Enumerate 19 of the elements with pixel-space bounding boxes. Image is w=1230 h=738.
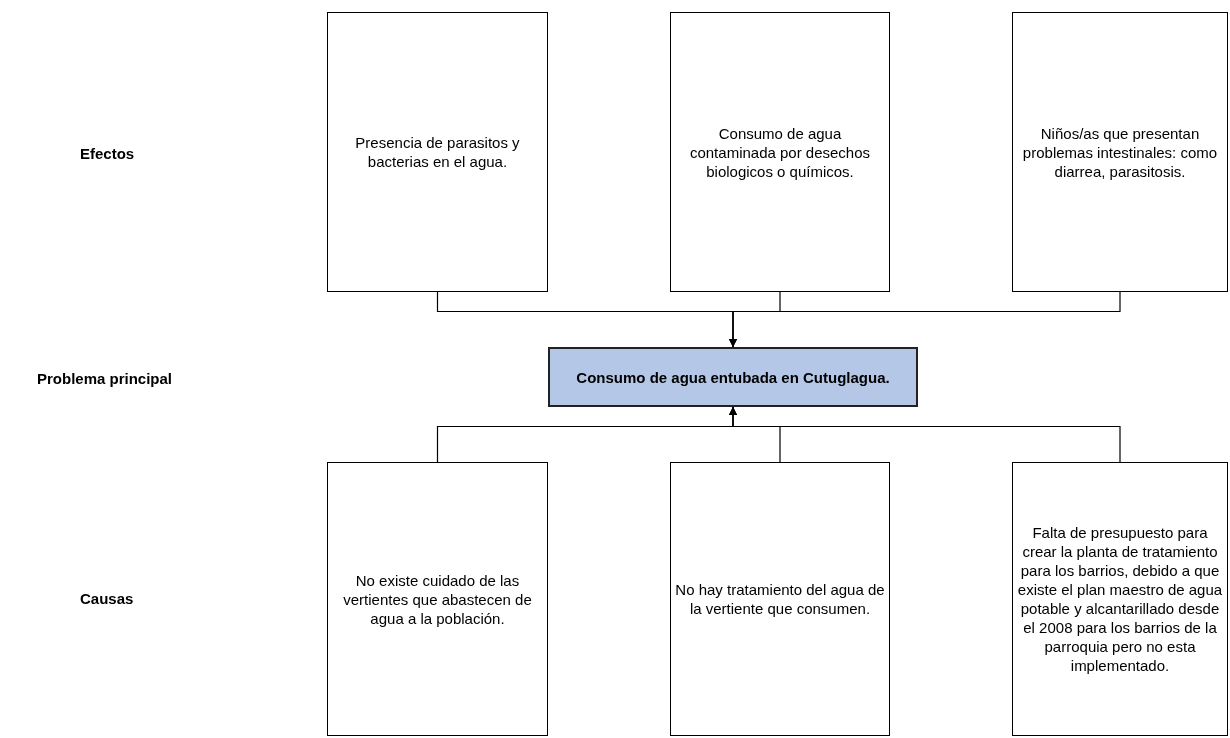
- box-text: Presencia de parasitos y bacterias en el agua.: [354, 133, 521, 171]
- box-text: Niños/as que presentan problemas intestinales: como diarrea, parasitosis.: [1021, 123, 1219, 181]
- text-box: [1012, 12, 1228, 292]
- text-box: [1012, 462, 1228, 736]
- row-label: Causas: [80, 590, 134, 607]
- box-text: No hay tratamiento del agua de la vertiente que consumen.: [675, 580, 885, 618]
- arrow: [729, 406, 1121, 463]
- arrow: [729, 291, 1121, 348]
- box-text: Consumo de agua contaminada por desechos biologicos o químicos.: [688, 123, 872, 181]
- box-text: Consumo de agua entubada en Cutuglagua.: [576, 367, 890, 387]
- text-box: [670, 12, 890, 292]
- text-box: [327, 12, 548, 292]
- row-label: Problema principal: [37, 370, 173, 387]
- row-label: Efectos: [80, 145, 135, 162]
- problem-box: [548, 347, 918, 407]
- text-box: [327, 462, 548, 736]
- text-box: [670, 462, 890, 736]
- box-text: Falta de presupuesto para crear la planta de tratamiento para los barrios, debido a que existe el plan maestro de agua potable y alcantarillado desde el 2008 para los barrios de la parroquia pero no esta implementado.: [1017, 523, 1223, 675]
- box-text: No existe cuidado de las vertientes que abastecen de agua a la población.: [342, 570, 533, 628]
